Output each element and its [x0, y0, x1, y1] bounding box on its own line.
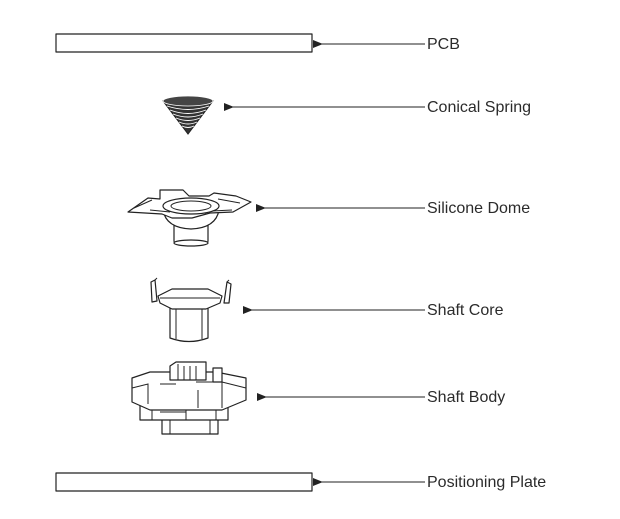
pcb-label: PCB [427, 36, 460, 53]
shaft-core-label: Shaft Core [427, 302, 504, 319]
shaft-core-part [150, 277, 232, 343]
shaft-body-label: Shaft Body [427, 389, 505, 406]
shaft-body-callout: Shaft Body [257, 389, 505, 406]
conical-spring-part [161, 95, 215, 135]
positioning-plate-label: Positioning Plate [427, 474, 546, 491]
pcb-callout: PCB [313, 36, 460, 53]
positioning-plate-callout: Positioning Plate [313, 474, 546, 491]
shaft-core-callout: Shaft Core [243, 302, 504, 319]
pcb-part [55, 33, 313, 53]
shaft-body-part [131, 361, 247, 435]
silicone-dome-part [127, 189, 252, 247]
silicone-dome-callout: Silicone Dome [256, 200, 530, 217]
conical-spring-label: Conical Spring [427, 99, 531, 116]
positioning-plate-part [55, 472, 313, 492]
silicone-dome-label: Silicone Dome [427, 200, 530, 217]
conical-spring-callout: Conical Spring [224, 99, 531, 116]
